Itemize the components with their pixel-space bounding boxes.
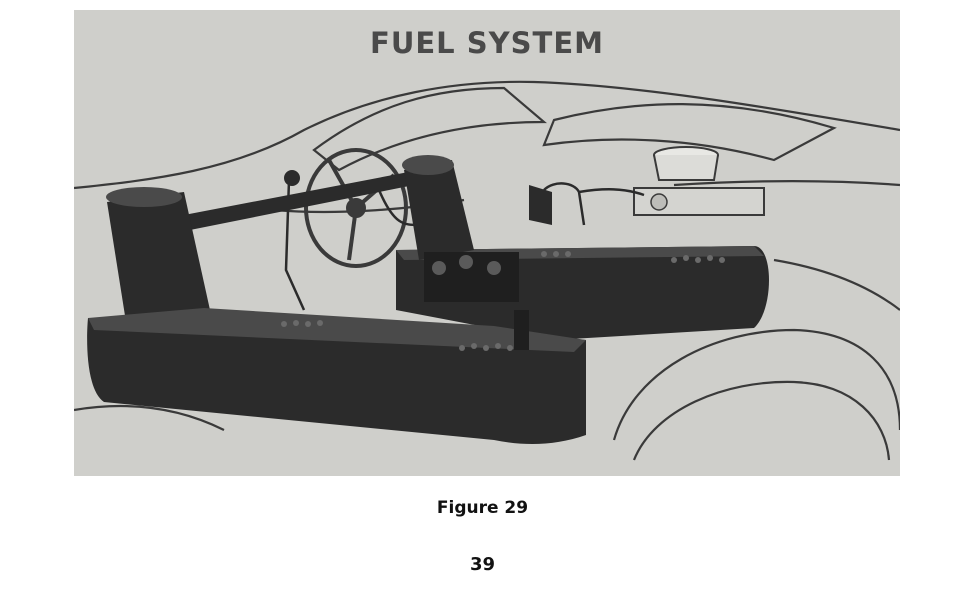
page-number: 39 bbox=[469, 554, 496, 575]
fuel-system-cutaway-illustration bbox=[74, 80, 900, 461]
body-lower-line bbox=[773, 258, 900, 311]
steering-wheel bbox=[304, 148, 408, 268]
figure-panel: FUEL SYSTEM bbox=[74, 10, 900, 476]
figure-title: FUEL SYSTEM bbox=[370, 26, 604, 60]
fuel-pump-cluster bbox=[424, 185, 552, 302]
car-body-outline bbox=[74, 80, 900, 461]
fuel-filter-icon bbox=[529, 185, 552, 225]
rear-deck-line bbox=[673, 180, 900, 187]
windshield-frame bbox=[312, 86, 547, 172]
left-filler-neck bbox=[106, 187, 210, 322]
right-filler-neck bbox=[402, 155, 474, 260]
front-fender-line bbox=[74, 405, 225, 431]
rear-tire-outline bbox=[632, 380, 891, 461]
rear-wheel-arch bbox=[612, 328, 900, 441]
roof-line bbox=[74, 80, 900, 190]
rear-window-frame bbox=[542, 103, 837, 162]
carburetor-assembly bbox=[633, 146, 765, 216]
left-fuel-tank bbox=[87, 308, 586, 445]
tank-fitting-icon bbox=[514, 310, 529, 350]
figure-caption: Figure 29 bbox=[436, 498, 529, 518]
crossover-valve-icon bbox=[284, 170, 300, 186]
crossover-tube bbox=[184, 170, 429, 230]
